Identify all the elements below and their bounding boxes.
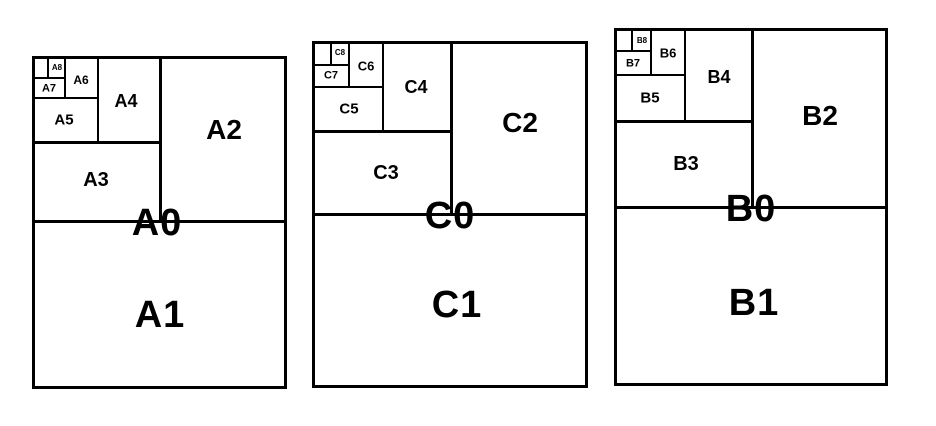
label-a2: A2 <box>206 114 242 145</box>
label-c0: C0 <box>424 195 476 237</box>
label-c8: C8 <box>334 48 346 57</box>
c1-divider <box>450 41 453 216</box>
label-c6: C6 <box>357 58 375 74</box>
label-c1: C1 <box>431 284 483 326</box>
label-b8: B8 <box>636 36 648 45</box>
label-b7: B7 <box>625 57 641 70</box>
label-a8: A8 <box>51 63 63 72</box>
label-b4: B4 <box>707 67 731 87</box>
label-a5: A5 <box>54 111 74 129</box>
label-c3: C3 <box>373 162 399 184</box>
a7-divider <box>47 56 49 78</box>
label-a4: A4 <box>114 91 138 111</box>
label-c5: C5 <box>339 100 359 118</box>
label-a1: A1 <box>134 294 186 336</box>
label-c2: C2 <box>502 107 538 138</box>
b7-divider <box>631 28 633 52</box>
b1-divider <box>751 28 754 209</box>
label-b3: B3 <box>673 153 699 175</box>
label-a0: A0 <box>131 202 183 244</box>
label-b6: B6 <box>659 45 677 61</box>
label-a7: A7 <box>41 82 57 95</box>
label-b5: B5 <box>640 89 660 107</box>
label-c7: C7 <box>323 69 339 82</box>
b6-divider <box>614 50 652 52</box>
b5-divider <box>650 28 652 76</box>
label-a6: A6 <box>73 73 89 87</box>
a6-divider <box>32 77 66 79</box>
label-a3: A3 <box>83 169 109 191</box>
label-b2: B2 <box>802 100 838 131</box>
a1-divider <box>159 56 162 222</box>
label-b0: B0 <box>725 188 777 230</box>
c7-divider <box>330 41 332 66</box>
label-c4: C4 <box>404 77 428 97</box>
a2-divider <box>32 141 161 144</box>
a3-divider <box>97 56 99 143</box>
label-b1: B1 <box>728 282 780 324</box>
